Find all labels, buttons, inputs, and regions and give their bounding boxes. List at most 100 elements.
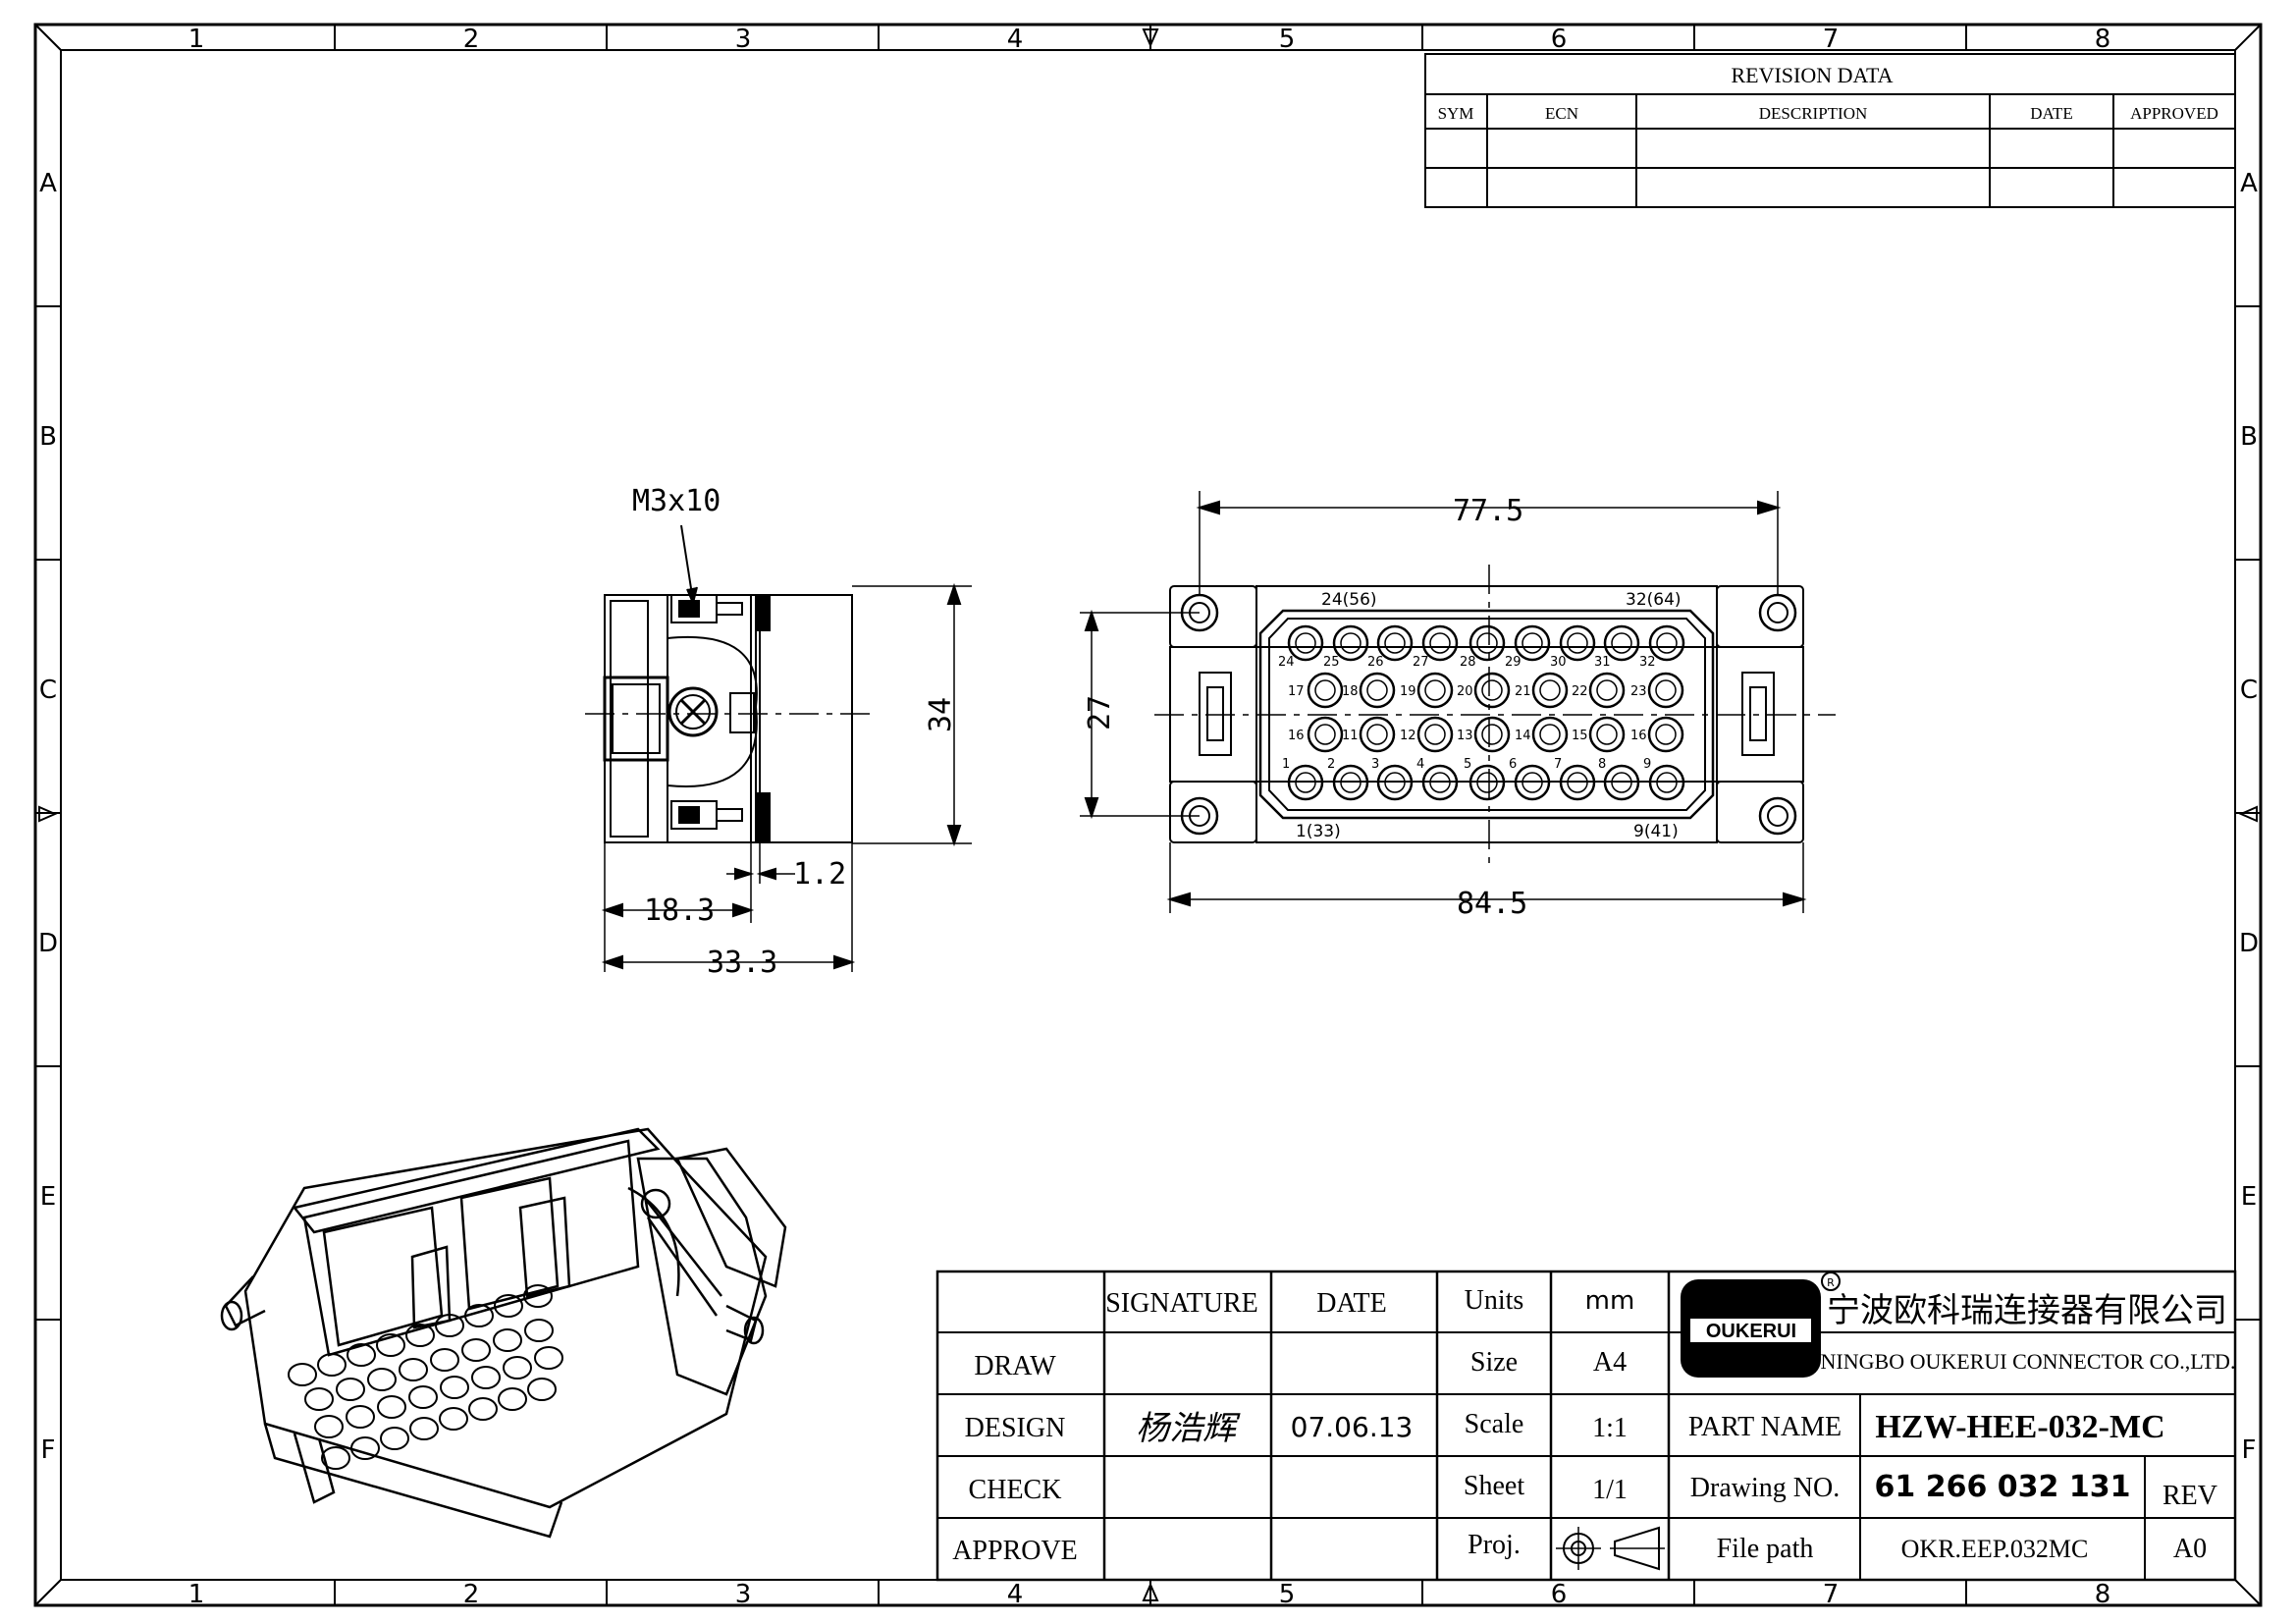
corner-label-bottom-right: 9(41) [1633, 822, 1679, 841]
front-view-labels: 77.5 84.5 27 24(56) 32(64) 1(33) 9(41) 2… [1083, 494, 1682, 921]
date-header: DATE [1316, 1288, 1387, 1319]
col-label: 4 [1007, 1580, 1024, 1609]
row-label: A [2240, 169, 2258, 198]
proj-label: Proj. [1468, 1530, 1521, 1560]
pin-number: 27 [1413, 655, 1429, 670]
drawing-no-value: 61 266 032 131 [1875, 1470, 2131, 1504]
title-block-text: SIGNATURE DATE DRAW DESIGN CHECK APPROVE… [952, 1285, 2235, 1566]
pin-number: 19 [1400, 684, 1416, 699]
company-name-en: NINGBO OUKERUI CONNECTOR CO.,LTD. [1821, 1349, 2236, 1374]
pin-number: 30 [1550, 655, 1567, 670]
design-date: 07.06.13 [1291, 1411, 1414, 1443]
pin-number: 23 [1630, 684, 1647, 699]
col-label: 3 [735, 1580, 752, 1609]
rev-label: REV [2163, 1481, 2217, 1511]
company-name-cn: 宁波欧科瑞连接器有限公司 [1827, 1291, 2227, 1330]
dim-length: 33.3 [707, 946, 777, 980]
pin-number: 11 [1342, 729, 1359, 743]
rev-header-ecn: ECN [1545, 104, 1578, 123]
col-label: 1 [188, 25, 205, 54]
pin-number: 22 [1572, 684, 1588, 699]
corner-label-bottom-left: 1(33) [1296, 822, 1341, 841]
pin-number: 26 [1367, 655, 1384, 670]
pin-number: 7 [1554, 757, 1562, 772]
col-label: 5 [1279, 25, 1296, 54]
col-label: 6 [1551, 1580, 1568, 1609]
row-check: CHECK [969, 1475, 1062, 1505]
design-signature: 杨浩辉 [1136, 1409, 1241, 1448]
row-label: E [2241, 1182, 2257, 1212]
contact-grid [1287, 624, 1685, 801]
pin-number: 8 [1598, 757, 1606, 772]
row-label: A [39, 169, 57, 198]
pin-number: 6 [1509, 757, 1517, 772]
row-label: D [2239, 929, 2259, 958]
pin-number: 13 [1457, 729, 1473, 743]
part-name-value: HZW-HEE-032-MC [1875, 1409, 2164, 1445]
row-label: F [41, 1435, 56, 1465]
rev-header-sym: SYM [1438, 104, 1474, 123]
row-label: B [2240, 422, 2258, 452]
col-label: 4 [1007, 25, 1024, 54]
dim-top: 77.5 [1453, 494, 1523, 528]
pin-number: 5 [1464, 757, 1471, 772]
screw-label: M3x10 [632, 484, 721, 518]
pin-number: 21 [1515, 684, 1531, 699]
title-block-logo: OUKERUI R [1681, 1271, 1841, 1378]
units-label: Units [1465, 1285, 1524, 1316]
pin-number: 15 [1572, 729, 1588, 743]
pin-number: 24 [1278, 655, 1295, 670]
pin-number: 3 [1371, 757, 1379, 772]
row-labels-left: A B C D E F [38, 169, 58, 1465]
pin-number: 18 [1342, 684, 1359, 699]
part-name-label: PART NAME [1688, 1412, 1842, 1442]
pin-number: 2 [1327, 757, 1335, 772]
col-label: 7 [1823, 25, 1840, 54]
sheet-label: Sheet [1464, 1471, 1524, 1501]
dim-bottom: 84.5 [1457, 887, 1527, 921]
column-labels-top: 1 2 3 4 5 6 7 8 [188, 25, 2111, 54]
pin-number: 25 [1323, 655, 1340, 670]
pin-number: 12 [1400, 729, 1416, 743]
drawing-no-label: Drawing NO. [1690, 1473, 1840, 1503]
units-value: mm [1585, 1286, 1635, 1316]
size-value: A4 [1593, 1347, 1627, 1378]
col-label: 7 [1823, 1580, 1840, 1609]
pin-number: 20 [1457, 684, 1473, 699]
rev-header-description: DESCRIPTION [1759, 104, 1868, 123]
row-approve: APPROVE [952, 1536, 1078, 1566]
pin-number: 28 [1460, 655, 1476, 670]
dim-depth: 18.3 [644, 893, 715, 928]
sheet-value: 1/1 [1592, 1475, 1628, 1505]
corner-label-top-left: 24(56) [1321, 590, 1377, 610]
row-label: F [2242, 1435, 2257, 1465]
dim-left: 27 [1083, 695, 1117, 730]
file-path-value: OKR.EEP.032MC [1901, 1535, 2089, 1563]
pin-number: 17 [1288, 684, 1305, 699]
col-label: 1 [188, 1580, 205, 1609]
scale-label: Scale [1465, 1409, 1524, 1439]
revision-table: REVISION DATA SYM ECN DESCRIPTION DATE A… [1424, 53, 2236, 208]
pin-number: 29 [1505, 655, 1522, 670]
corner-label-top-right: 32(64) [1626, 590, 1682, 610]
rev-value: A0 [2173, 1534, 2207, 1564]
size-label: Size [1470, 1347, 1518, 1378]
row-design: DESIGN [965, 1413, 1066, 1443]
row-label: B [39, 422, 57, 452]
rev-header-approved: APPROVED [2130, 104, 2218, 123]
row-label: E [40, 1182, 56, 1212]
row-label: D [38, 929, 58, 958]
row-labels-right: A B C D E F [2239, 169, 2259, 1465]
pin-number: 32 [1639, 655, 1656, 670]
side-view [585, 524, 972, 972]
svg-text:R: R [1827, 1276, 1835, 1289]
col-label: 5 [1279, 1580, 1296, 1609]
col-label: 8 [2095, 25, 2111, 54]
row-label: C [39, 676, 57, 705]
isometric-view [220, 1127, 787, 1539]
col-label: 2 [463, 25, 480, 54]
row-draw: DRAW [974, 1351, 1056, 1381]
row-label: C [2240, 676, 2258, 705]
col-label: 2 [463, 1580, 480, 1609]
